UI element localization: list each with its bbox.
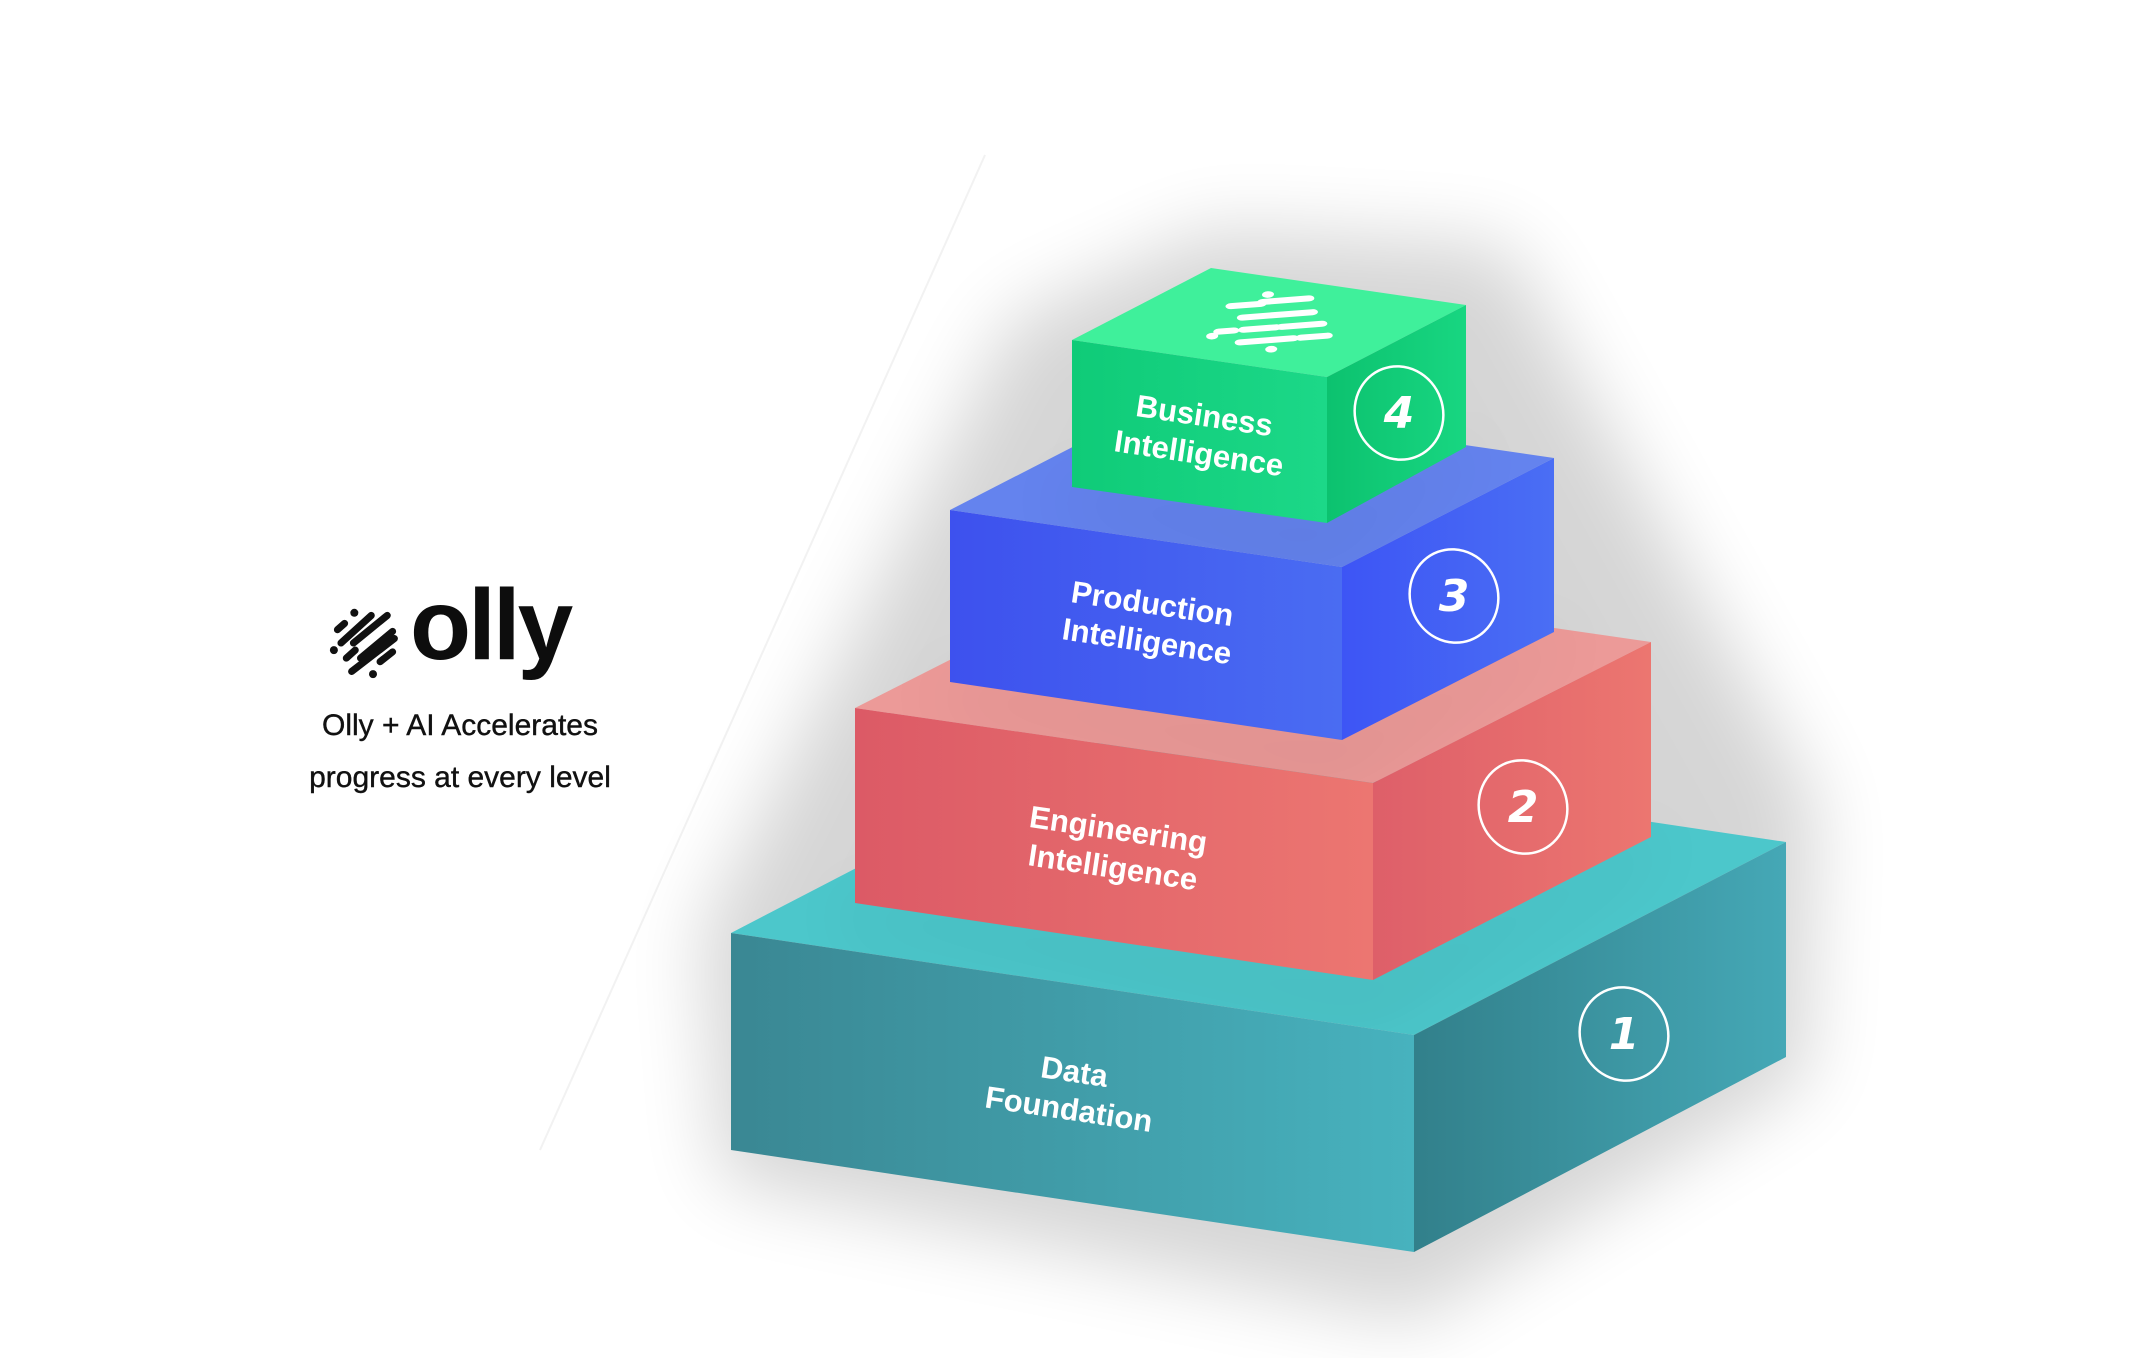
logo-dot xyxy=(1261,291,1275,298)
logo-stroke xyxy=(1238,324,1282,333)
logo-stroke xyxy=(1295,332,1333,341)
block-contact-shadow xyxy=(835,837,1671,1020)
block-front-face xyxy=(950,510,1342,740)
block-contact-shadow xyxy=(1052,447,1486,563)
block-contact-shadow xyxy=(930,632,1574,780)
block-right-face xyxy=(1373,642,1651,980)
logo-dot xyxy=(1265,345,1278,353)
block-top-face xyxy=(1072,268,1466,377)
block-right-face xyxy=(1414,842,1786,1252)
block-right-face xyxy=(1342,458,1554,740)
background-diagonal-line xyxy=(539,154,986,1151)
tagline-line-2: progress at every level xyxy=(309,761,611,794)
brand-wordmark: olly xyxy=(410,569,573,681)
tagline-line-1: Olly + AI Accelerates xyxy=(322,709,598,742)
level-number: 1 xyxy=(1609,1009,1640,1060)
number-circle xyxy=(1477,759,1569,855)
block-front-face xyxy=(731,933,1414,1252)
number-circle xyxy=(1353,365,1445,461)
pyramid-blocks: DataFoundation1EngineeringIntelligence2P… xyxy=(731,268,1786,1252)
number-circle xyxy=(1578,986,1670,1082)
level-number: 3 xyxy=(1439,571,1470,622)
number-circle xyxy=(1408,548,1500,644)
level-number: 4 xyxy=(1383,388,1415,439)
level-number-badge: 1 xyxy=(1578,986,1670,1082)
level-number-badge: 3 xyxy=(1408,548,1500,644)
logo-stroke xyxy=(1234,335,1299,346)
logo-stroke xyxy=(1236,309,1318,321)
level-number-badge: 2 xyxy=(1477,759,1569,855)
tagline: Olly + AI Accelerates progress at every … xyxy=(250,700,670,804)
olly-logo-icon xyxy=(329,608,398,679)
level-number-badge: 4 xyxy=(1353,365,1445,461)
block-right-face xyxy=(1327,305,1466,523)
olly-logo-icon xyxy=(1206,291,1333,353)
block-front-face xyxy=(855,708,1373,980)
brand-logo: olly xyxy=(300,575,660,695)
logo-stroke xyxy=(1276,320,1328,330)
block-front-face xyxy=(1072,340,1327,523)
logo-stroke xyxy=(1225,300,1267,310)
level-number: 2 xyxy=(1508,782,1539,833)
logo-stroke xyxy=(1213,327,1240,335)
logo-stroke xyxy=(1257,295,1315,305)
logo-dot xyxy=(1206,332,1219,340)
